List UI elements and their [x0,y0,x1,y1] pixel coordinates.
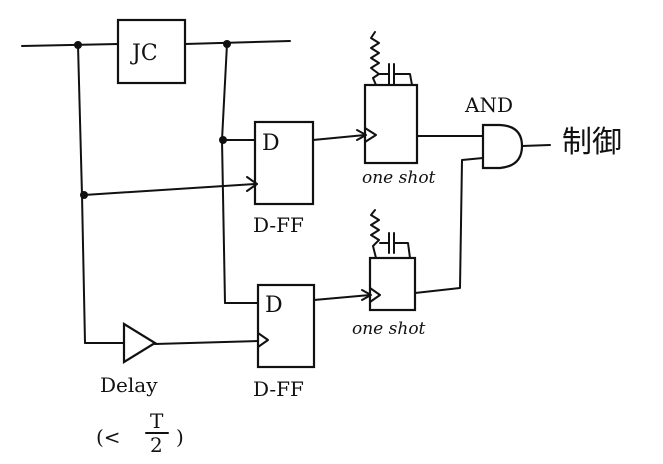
and-gate [481,123,524,170]
delay-condition-numerator: T [150,409,164,433]
capacitor-bottom [379,232,411,259]
delay-output-wire [154,340,259,345]
dff-top-pin: D [262,131,280,156]
dff-bottom-pin: D [265,293,283,318]
delay-condition-close: ) [176,425,184,449]
rc-network-bottom [370,209,380,259]
oneshot-bottom [368,256,417,312]
oneshot-bottom-to-and-wire [414,157,484,294]
input-wire [21,43,119,47]
dff-bottom-label: D-FF [253,377,304,401]
dff-top-to-oneshot-wire [312,134,366,141]
rc-network-top [370,31,380,86]
clock-wire-top [83,183,256,196]
dff-top [253,120,315,206]
jc-block [116,18,187,85]
and-output-wire [521,144,551,147]
clock-arrow-bottom [257,332,269,348]
clock-edge-bottom [369,287,381,303]
oneshot-bottom-label: one shot [352,319,426,339]
delay-buffer [122,322,158,364]
dff-bottom [256,283,316,369]
capacitor-top [379,63,413,86]
oneshot-top-label: one shot [362,168,436,188]
and-label: AND [464,93,513,117]
jc-vertical-wire [221,43,228,304]
delay-condition-denominator: 2 [150,433,163,457]
delay-label: Delay [100,373,158,397]
dff-bottom-to-oneshot-wire [313,294,371,301]
dff-top-label: D-FF [253,213,304,237]
output-label: 制御 [562,125,622,160]
jc-label: JC [130,41,158,66]
jc-output-wire [184,40,291,45]
clock-arrow-top [246,176,258,192]
oneshot-top [363,83,419,165]
delay-condition-open: (< [96,425,121,449]
clock-edge-top [364,127,377,143]
